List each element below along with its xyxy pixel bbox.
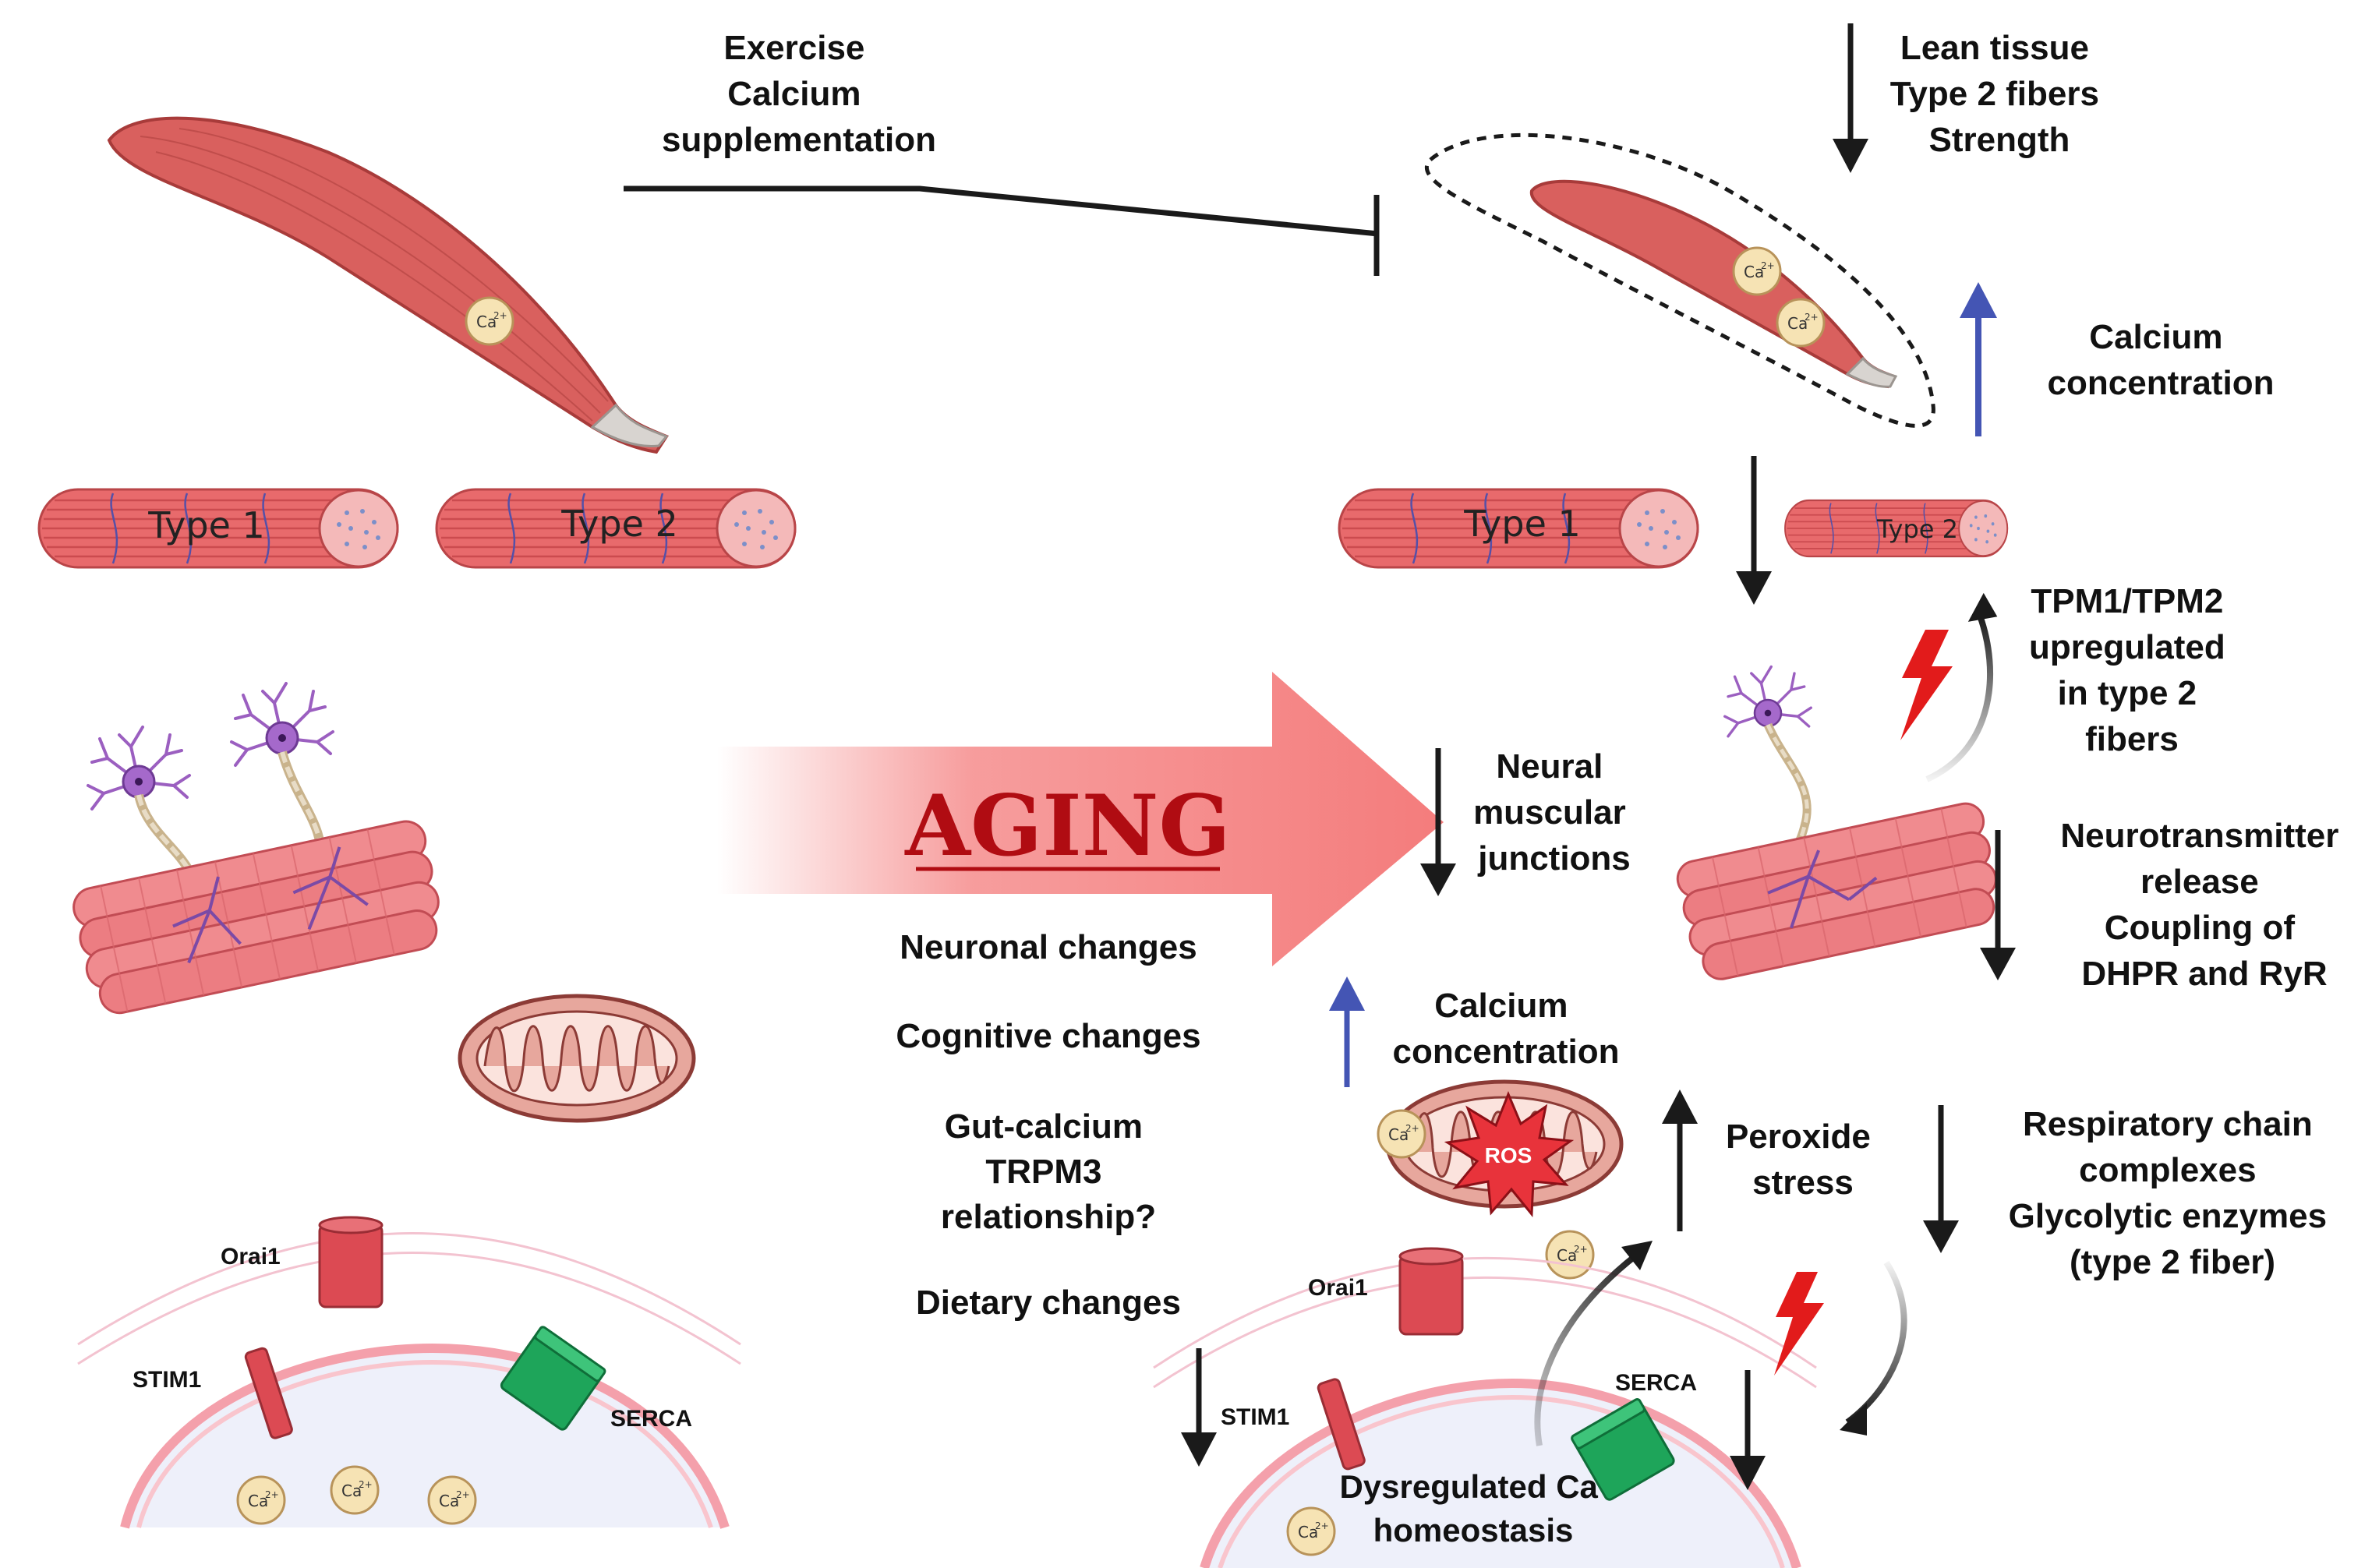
svg-text:2+: 2+ — [1805, 312, 1819, 323]
aging-changes-list: Neuronal changes Cognitive changes Gut-c… — [896, 928, 1200, 1322]
svg-text:2+: 2+ — [456, 1489, 470, 1500]
gut-calcium-changes: Gut-calcium TRPM3 relationship? — [941, 1107, 1156, 1236]
serca-pump-icon — [1571, 1398, 1675, 1501]
lean-tissue-arrow — [1833, 23, 1868, 173]
fiber-type2-label: Type 2 — [1876, 514, 1958, 544]
muscle-loss-outline — [1424, 132, 1935, 428]
aging-arrow: AGING — [717, 672, 1444, 966]
svg-text:2+: 2+ — [265, 1489, 279, 1500]
inhibition-line — [624, 185, 1380, 276]
serca-label: SERCA — [1615, 1370, 1697, 1396]
svg-text:Type 2: Type 2 — [560, 503, 678, 545]
respiratory-down-arrow — [1923, 1105, 1959, 1253]
lightning-curved-arrow — [1845, 1260, 1907, 1425]
svg-text:2+: 2+ — [1574, 1244, 1588, 1255]
orai1-channel-icon — [1398, 1247, 1464, 1336]
svg-text:Ca: Ca — [1744, 263, 1764, 281]
lean-tissue-label: Lean tissue Type 2 fibers Strength — [1890, 29, 2109, 159]
svg-text:Ca: Ca — [1298, 1523, 1318, 1542]
calcium-concentration-top-label: Calcium concentration — [2048, 318, 2275, 402]
respiratory-label: Respiratory chain complexes Glycolytic e… — [2009, 1105, 2337, 1281]
stim1-label: STIM1 — [133, 1367, 201, 1393]
ros-burst-icon: ROS — [1444, 1091, 1575, 1217]
svg-text:Ca: Ca — [439, 1492, 459, 1510]
muscle-bundle — [1676, 802, 1997, 980]
serca-label: SERCA — [610, 1406, 692, 1432]
svg-text:2+: 2+ — [1315, 1520, 1329, 1531]
calcium-ion-icon: Ca 2+ — [1776, 298, 1826, 348]
calcium-concentration-mito-label: Calcium concentration — [1393, 987, 1620, 1071]
right-panel: Lean tissue Type 2 fibers Strength Ca 2+… — [1153, 23, 2348, 1568]
tpm-label: TPM1/TPM2 upregulated in type 2 fibers — [2029, 582, 2235, 758]
svg-text:Ca: Ca — [341, 1481, 362, 1500]
dysregulated-curved-arrow — [1534, 1252, 1639, 1446]
serca-down-arrow — [1730, 1370, 1766, 1490]
dietary-changes: Dietary changes — [916, 1284, 1181, 1322]
neurotransmitter-label: Neurotransmitter release Coupling of DHP… — [2060, 817, 2348, 993]
svg-text:ROS: ROS — [1485, 1143, 1532, 1167]
peroxide-label: Peroxide stress — [1726, 1118, 1880, 1202]
muscle-fiber-type1: Type 1 — [1338, 488, 1699, 569]
fiber-down-arrow — [1736, 456, 1772, 605]
calcium-ion-icon: Ca 2+ — [427, 1475, 477, 1525]
neuronal-changes: Neuronal changes — [900, 928, 1197, 966]
calcium-ion-icon: Ca 2+ — [236, 1475, 286, 1525]
svg-text:2+: 2+ — [1405, 1123, 1419, 1134]
svg-text:Ca: Ca — [1557, 1246, 1577, 1265]
calcium-ion-icon: Ca 2+ — [1377, 1109, 1426, 1159]
svg-text:Ca: Ca — [1388, 1125, 1409, 1144]
stim1-label: STIM1 — [1221, 1404, 1289, 1430]
calcium-ion-icon: Ca 2+ — [1286, 1506, 1336, 1556]
muscle-fiber-type1: Type 1 — [37, 488, 399, 569]
orai1-channel-icon — [318, 1216, 384, 1308]
cell-membrane-left: Orai1 STIM1 SERCA Ca 2+ Ca 2+ Ca 2+ — [77, 1216, 741, 1529]
muscle-icon — [107, 116, 670, 454]
svg-text:2+: 2+ — [1761, 260, 1775, 271]
calcium-up-arrow-mito — [1329, 976, 1365, 1087]
calcium-ion-icon: Ca 2+ — [465, 296, 514, 346]
aging-label: AGING — [904, 777, 1231, 875]
calcium-ion-icon: Ca 2+ — [330, 1465, 380, 1515]
neural-junctions-arrow — [1420, 748, 1456, 896]
svg-text:Ca: Ca — [248, 1492, 268, 1510]
calcium-up-arrow-top — [1960, 282, 1997, 436]
cell-membrane-right: Orai1 STIM1 SERCA — [1153, 1241, 1907, 1568]
lightning-icon — [1774, 1272, 1824, 1376]
stim1-icon — [1317, 1378, 1366, 1471]
intervention-label: Exercise Calcium supplementation — [662, 29, 936, 159]
svg-text:2+: 2+ — [359, 1479, 373, 1490]
mitochondrion-icon — [460, 996, 694, 1121]
tpm-curved-arrow — [1925, 614, 1993, 782]
stim1-down-arrow — [1181, 1348, 1217, 1467]
svg-text:Type 1: Type 1 — [1463, 503, 1581, 545]
cognitive-changes: Cognitive changes — [896, 1017, 1200, 1055]
lightning-icon — [1900, 630, 1953, 740]
svg-text:2+: 2+ — [493, 310, 507, 321]
serca-pump-icon — [500, 1326, 606, 1431]
svg-text:Ca: Ca — [1787, 314, 1808, 333]
muscle-icon — [1529, 179, 1898, 389]
peroxide-up-arrow — [1662, 1089, 1698, 1231]
calcium-ion-icon: Ca 2+ — [1732, 246, 1782, 296]
stim1-icon — [244, 1347, 293, 1439]
neurotransmitter-arrow — [1980, 830, 2016, 980]
neuromuscular-bundle — [72, 682, 440, 1015]
orai1-label: Orai1 — [221, 1244, 281, 1270]
svg-text:Ca: Ca — [476, 313, 497, 331]
dysregulated-label: Dysregulated Ca homeostasis — [1339, 1468, 1607, 1549]
left-panel: Ca 2+ Exercise Calcium supplementation T… — [37, 29, 1380, 1529]
orai1-label: Orai1 — [1308, 1275, 1368, 1301]
calcium-ion-icon: Ca 2+ — [1545, 1230, 1595, 1280]
svg-text:Type 1: Type 1 — [147, 504, 265, 546]
muscle-fiber-type2: Type 2 — [435, 488, 797, 569]
neural-junctions-label: Neural muscular junctions — [1473, 747, 1635, 878]
